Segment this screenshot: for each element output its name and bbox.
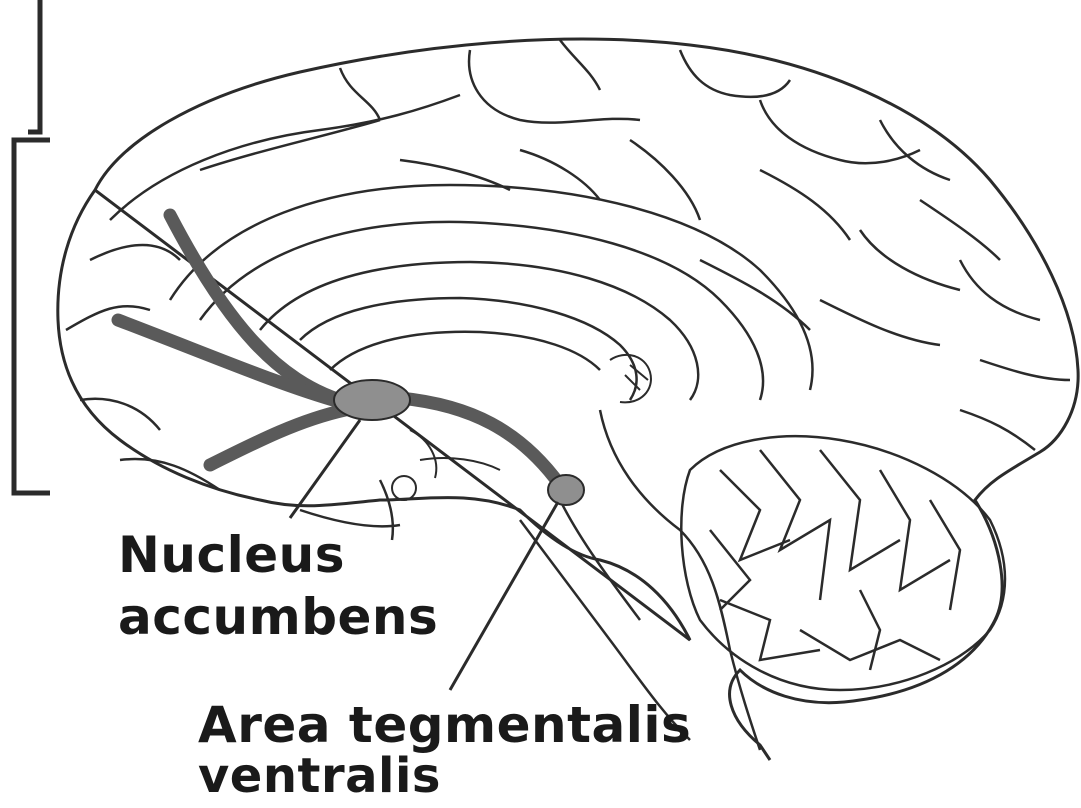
corpus-callosum	[170, 185, 813, 400]
label-vta-line2: ventralis	[198, 752, 441, 800]
label-vta-line1: Area tegmentalis	[198, 700, 691, 750]
label-nucleus-accumbens-line1: Nucleus	[118, 530, 345, 580]
scale-bracket	[14, 0, 50, 493]
gyri-lines	[66, 40, 1070, 490]
nucleus-accumbens-region	[334, 380, 410, 420]
label-nucleus-accumbens-line2: accumbens	[118, 592, 438, 642]
thalamic-structures	[392, 355, 651, 500]
ventral-tegmental-area-region	[548, 475, 584, 505]
mesolimbic-pathways	[118, 215, 560, 485]
